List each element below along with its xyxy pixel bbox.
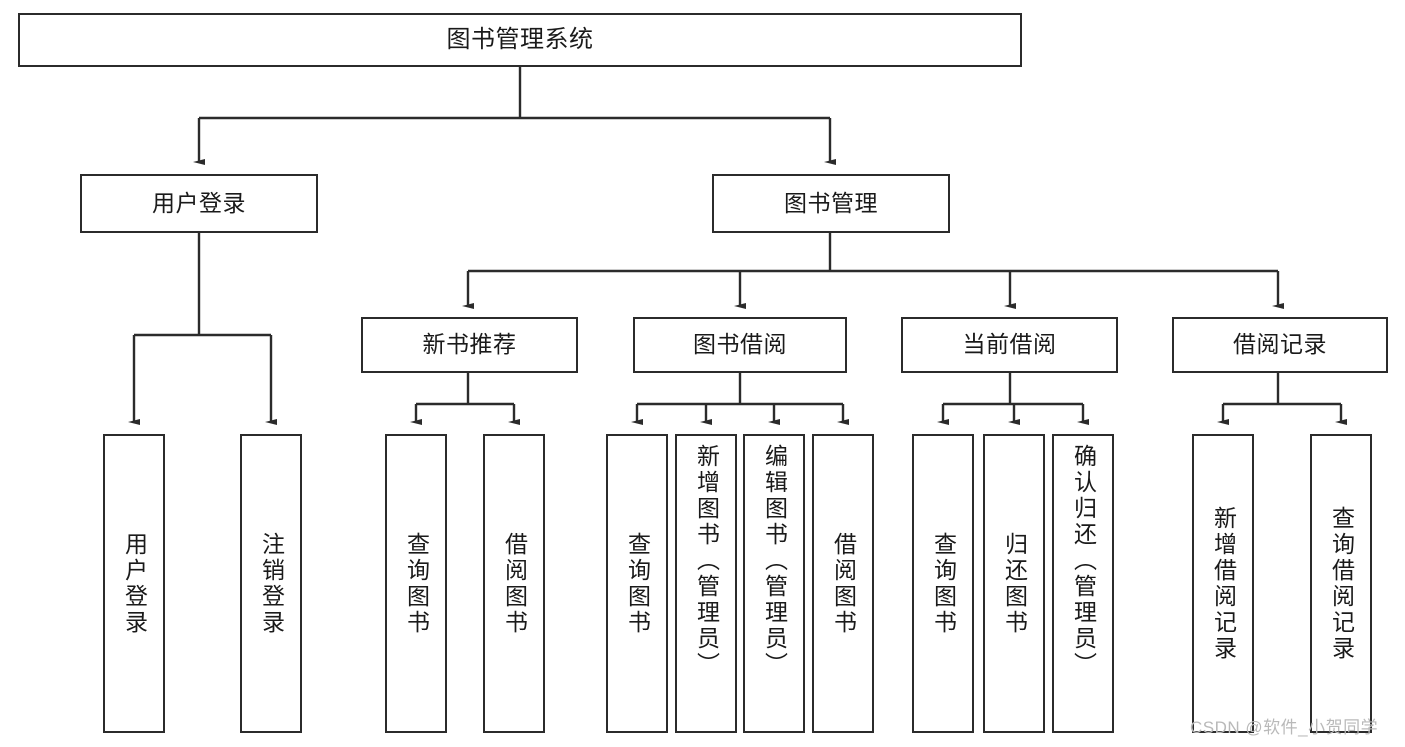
leaf-return-book[interactable]: 归还图书 — [983, 434, 1045, 733]
node-book-borrow[interactable]: 图书借阅 — [633, 317, 847, 373]
node-book-management-label: 图书管理 — [784, 189, 878, 216]
node-root-label: 图书管理系统 — [446, 25, 594, 53]
leaf-add-book-admin[interactable]: 新增图书（管理员） — [675, 434, 737, 733]
leaf-logout[interactable]: 注销登录 — [240, 434, 302, 733]
csdn-watermark: CSDN @软件_小贺同学 — [1190, 718, 1379, 737]
leaf-add-borrow-record-label: 新增借阅记录 — [1210, 505, 1237, 662]
leaf-edit-book-admin-label: 编辑图书（管理员） — [761, 444, 788, 678]
leaf-user-login[interactable]: 用户登录 — [103, 434, 165, 733]
leaf-add-book-admin-label: 新增图书（管理员） — [693, 444, 720, 678]
node-borrow-record-label: 借阅记录 — [1233, 331, 1327, 358]
node-new-book-recommend[interactable]: 新书推荐 — [361, 317, 578, 373]
leaf-query-book-current[interactable]: 查询图书 — [912, 434, 974, 733]
node-current-borrow[interactable]: 当前借阅 — [901, 317, 1118, 373]
leaf-query-book-rec[interactable]: 查询图书 — [385, 434, 447, 733]
leaf-confirm-return-admin[interactable]: 确认归还（管理员） — [1052, 434, 1114, 733]
leaf-add-borrow-record[interactable]: 新增借阅记录 — [1192, 434, 1254, 733]
leaf-query-borrow-record[interactable]: 查询借阅记录 — [1310, 434, 1372, 733]
node-user-login-label: 用户登录 — [152, 189, 246, 216]
leaf-edit-book-admin[interactable]: 编辑图书（管理员） — [743, 434, 805, 733]
leaf-user-login-label: 用户登录 — [121, 531, 148, 636]
leaf-borrow-book-label: 借阅图书 — [830, 531, 857, 636]
leaf-borrow-book-rec-label: 借阅图书 — [501, 531, 528, 636]
leaf-logout-label: 注销登录 — [258, 531, 285, 636]
leaf-query-book-rec-label: 查询图书 — [403, 531, 430, 636]
node-book-management[interactable]: 图书管理 — [712, 174, 950, 233]
node-current-borrow-label: 当前借阅 — [962, 331, 1057, 358]
leaf-query-book-label: 查询图书 — [624, 531, 651, 636]
leaf-confirm-return-admin-label: 确认归还（管理员） — [1070, 444, 1097, 678]
leaf-query-book-current-label: 查询图书 — [930, 531, 957, 636]
leaf-query-borrow-record-label: 查询借阅记录 — [1328, 505, 1355, 662]
node-book-borrow-label: 图书借阅 — [693, 331, 787, 358]
leaf-return-book-label: 归还图书 — [1001, 531, 1028, 636]
leaf-borrow-book[interactable]: 借阅图书 — [812, 434, 874, 733]
node-new-book-recommend-label: 新书推荐 — [422, 331, 517, 358]
leaf-borrow-book-rec[interactable]: 借阅图书 — [483, 434, 545, 733]
node-user-login[interactable]: 用户登录 — [80, 174, 318, 233]
node-root[interactable]: 图书管理系统 — [18, 13, 1022, 67]
node-borrow-record[interactable]: 借阅记录 — [1172, 317, 1388, 373]
leaf-query-book[interactable]: 查询图书 — [606, 434, 668, 733]
